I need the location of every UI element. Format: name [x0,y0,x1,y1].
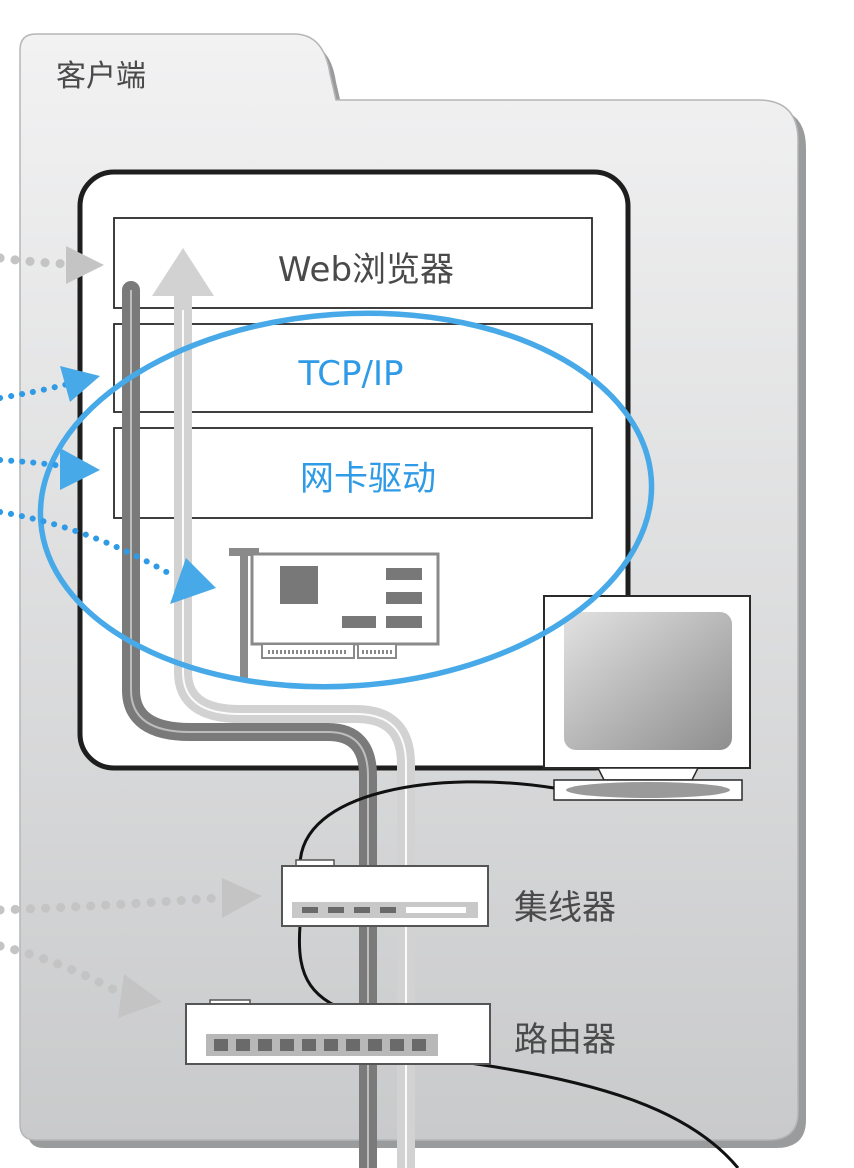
network-card-icon [229,548,440,680]
pointer-driver [0,448,100,490]
pointer-router [0,941,162,1018]
client-title: 客户端 [56,59,146,94]
pointer-web [0,246,104,284]
cable-monitor-hub [298,780,555,867]
router-label: 路由器 [514,1020,616,1060]
layer-driver-box [113,427,593,519]
pointer-tcpip [0,366,100,402]
arrow-up-head [152,248,214,296]
hub-label: 集线器 [514,888,616,928]
monitor-icon [543,595,751,801]
layer-tcpip-label: TCP/IP [297,354,403,394]
layer-web-label: Web浏览器 [278,250,454,290]
cable-router-out [447,1058,740,1168]
hub-icon [281,859,489,927]
layer-driver-label: 网卡驱动 [300,459,436,499]
pointer-hub [0,878,262,918]
router-icon [185,999,491,1065]
pointer-nic [0,509,216,604]
